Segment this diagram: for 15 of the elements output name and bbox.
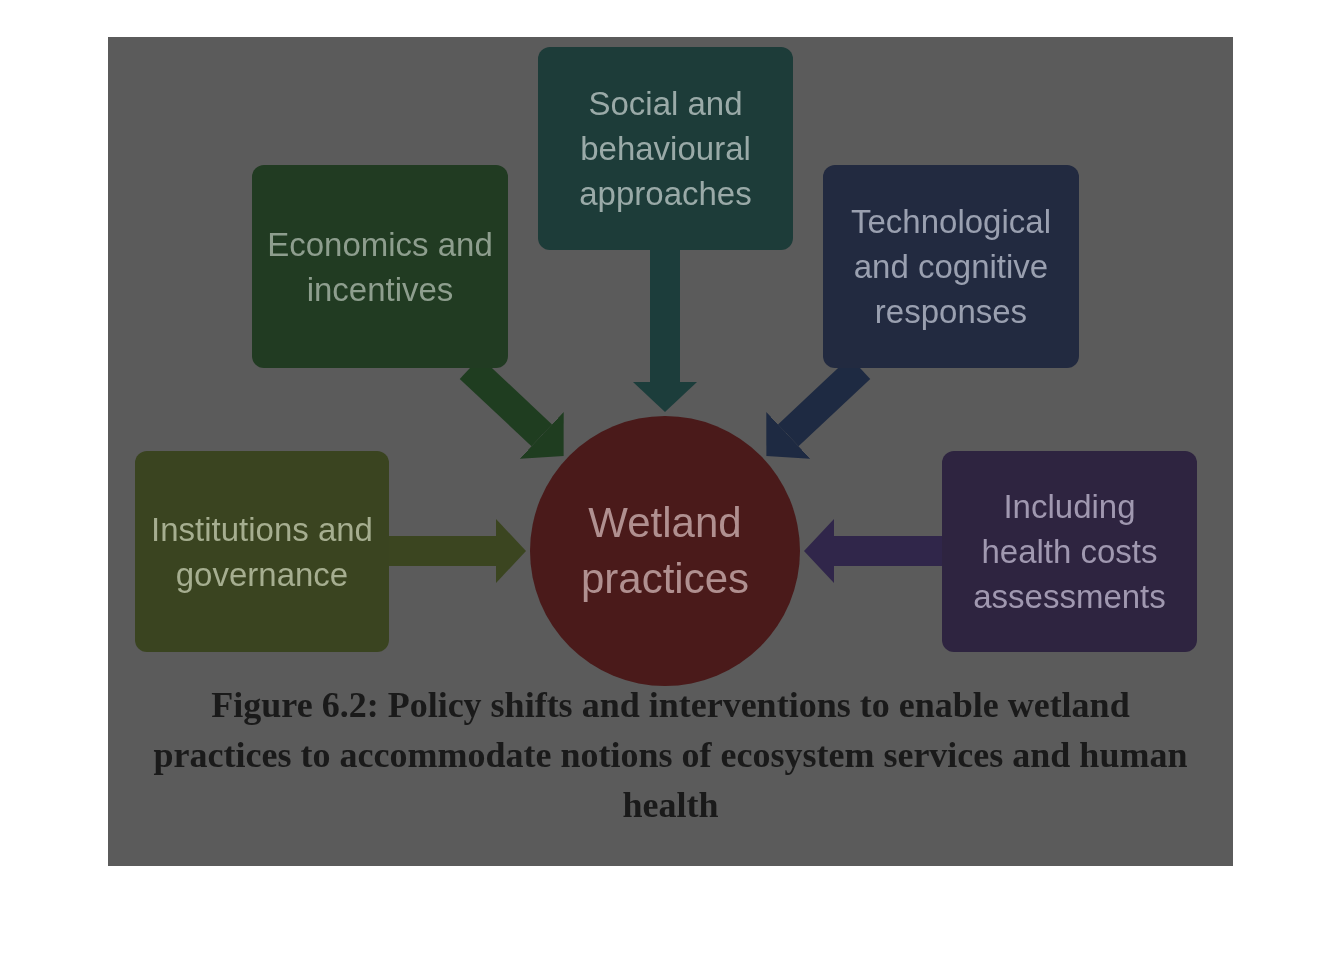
node-label: Including health costs assessments [972, 487, 1167, 617]
node-label: Wetland practices [579, 498, 751, 604]
rounded-box [538, 47, 793, 250]
rounded-box [252, 165, 508, 368]
rounded-box [135, 451, 389, 652]
node-label: Institutions and governance [150, 509, 374, 595]
block-arrow [389, 519, 526, 583]
node-label: Social and behavioural approaches [578, 84, 753, 214]
rounded-box [942, 451, 1197, 652]
node-label: Economics and incentives [266, 224, 494, 310]
block-arrow [804, 519, 942, 583]
node-label: Technological and cognitive responses [850, 202, 1052, 332]
block-arrow [633, 250, 697, 412]
figure-caption: Figure 6.2: Policy shifts and interventions to enable wetland practices to accommodate notions of ecosystem services and human health [152, 684, 1189, 827]
rounded-box [823, 165, 1079, 368]
